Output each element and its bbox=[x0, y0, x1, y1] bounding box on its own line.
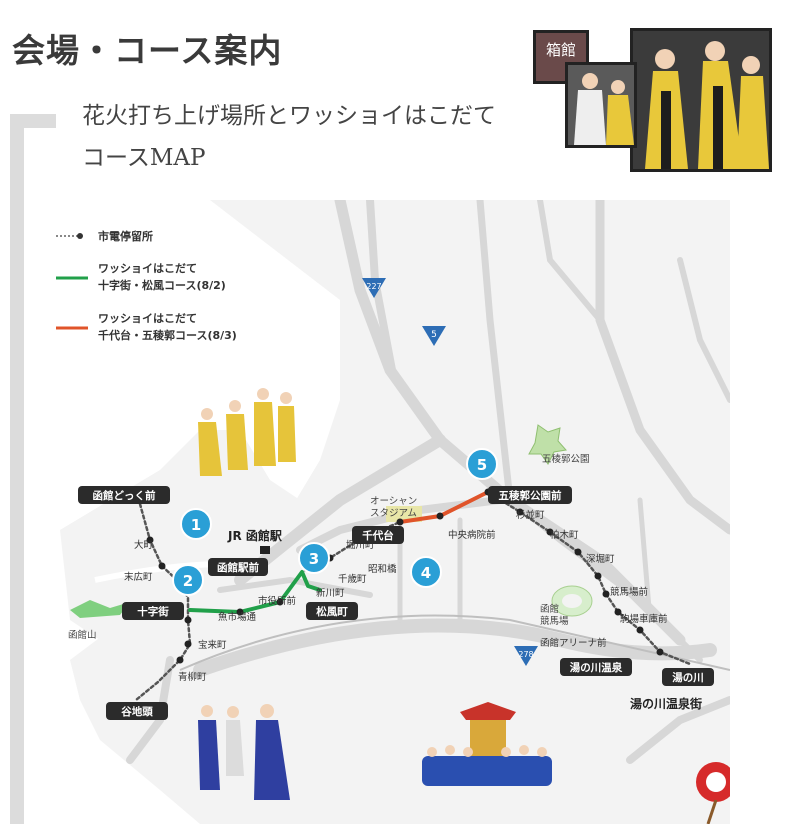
station-suehiro: 末広町 bbox=[124, 571, 153, 583]
page-heading: 会場・コース案内 bbox=[12, 31, 283, 70]
label-ocean-stadium-2: スタジアム bbox=[370, 508, 417, 519]
station-omachi: 大町 bbox=[134, 539, 154, 551]
svg-text:5: 5 bbox=[431, 330, 437, 340]
goryokaku-park-star bbox=[528, 424, 567, 465]
station-box-yunokawa-onsen: 湯の川温泉 bbox=[570, 661, 623, 674]
marker-4: 4 bbox=[410, 556, 442, 588]
station-showabashi: 昭和橋 bbox=[368, 563, 397, 575]
station-horaicho: 宝来町 bbox=[198, 639, 227, 651]
svg-text:1: 1 bbox=[191, 516, 201, 534]
station-uoichiba: 魚市場通 bbox=[218, 611, 257, 623]
station-shinkawa: 新川町 bbox=[316, 587, 345, 599]
decor-side-bar bbox=[10, 114, 24, 824]
route-sign-5: 5 bbox=[422, 326, 446, 346]
legend-green-line1: ワッショイはこだて bbox=[98, 262, 197, 275]
legend-stop-label: 市電停留所 bbox=[98, 229, 153, 243]
svg-text:227: 227 bbox=[366, 282, 381, 291]
ocean-stadium-shape bbox=[386, 506, 422, 522]
mt-hakodate-shape bbox=[70, 600, 130, 618]
subtitle-line-1: 花火打ち上げ場所とワッショイはこだて bbox=[82, 103, 496, 129]
route-sign-278: 278 bbox=[514, 646, 538, 666]
label-racecourse-2: 競馬場 bbox=[540, 615, 569, 627]
dancers-illustration-bottom bbox=[198, 704, 290, 800]
festival-fan-icon bbox=[696, 762, 736, 825]
dancers-photo-large bbox=[630, 28, 772, 172]
station-box-yunokawa: 湯の川 bbox=[672, 671, 704, 684]
station-chitose: 千歳町 bbox=[338, 573, 367, 585]
label-jr-station: JR 函館駅 bbox=[227, 528, 283, 543]
label-racecourse-1: 函館 bbox=[540, 603, 559, 615]
svg-text:5: 5 bbox=[477, 456, 487, 474]
festival-sign-photo: 箱館 bbox=[533, 30, 589, 84]
photo-sign-text: 箱館 bbox=[546, 41, 576, 59]
station-box-matsukaze: 松風町 bbox=[316, 605, 348, 618]
station-kashiwagi: 柏木町 bbox=[550, 529, 579, 541]
station-box-yachigashira: 谷地頭 bbox=[121, 705, 153, 718]
legend-green-line2: 十字街・松風コース(8/2) bbox=[98, 278, 226, 292]
station-arena: 函館アリーナ前 bbox=[540, 637, 607, 649]
marker-1: 1 bbox=[180, 508, 212, 540]
dancers-illustration-top bbox=[198, 388, 296, 476]
svg-text:3: 3 bbox=[309, 550, 319, 568]
map-subtitle: 花火打ち上げ場所とワッショイはこだて コースMAP bbox=[82, 95, 496, 179]
map-legend: 市電停留所 ワッショイはこだて 十字街・松風コース(8/2) ワッショイはこだて… bbox=[56, 229, 237, 342]
legend-orange-line1: ワッショイはこだて bbox=[98, 312, 197, 325]
orange-route bbox=[398, 490, 490, 524]
label-ocean-stadium-1: オーシャン bbox=[370, 496, 417, 507]
station-chuobyoin: 中央病院前 bbox=[448, 529, 496, 541]
decor-top-bar bbox=[10, 114, 56, 128]
svg-text:4: 4 bbox=[421, 564, 431, 582]
green-route bbox=[188, 570, 322, 614]
route-map: 227 5 278 市電停留所 ワッショイはこだて 十字街・松風コース(8/2)… bbox=[40, 194, 736, 825]
station-suginamicho: 杉並町 bbox=[516, 509, 545, 521]
label-goryokaku-park: 五稜郭公園 bbox=[542, 453, 590, 465]
station-fukabori: 深堀町 bbox=[586, 554, 615, 565]
station-shiyakusho: 市役所前 bbox=[258, 595, 296, 607]
svg-text:2: 2 bbox=[183, 572, 193, 590]
station-box-dock: 函館どっく前 bbox=[93, 489, 156, 502]
station-horikawa: 堀川町 bbox=[346, 540, 375, 551]
marker-5: 5 bbox=[466, 448, 498, 480]
dancers-photo-small bbox=[565, 62, 637, 148]
svg-text:278: 278 bbox=[518, 650, 533, 659]
station-komaba: 駒場車庫前 bbox=[620, 613, 668, 625]
legend-orange-line2: 千代台・五稜郭コース(8/3) bbox=[98, 328, 237, 342]
station-aoyagi: 青柳町 bbox=[178, 671, 207, 683]
station-keibajo: 競馬場前 bbox=[610, 586, 648, 598]
marker-2: 2 bbox=[172, 564, 204, 596]
station-box-ekimae: 函館駅前 bbox=[217, 561, 259, 574]
station-box-goryokaku: 五稜郭公園前 bbox=[499, 489, 562, 502]
route-sign-227: 227 bbox=[362, 278, 386, 298]
station-box-chiyogadai: 千代台 bbox=[362, 529, 394, 542]
label-onsen-town: 湯の川温泉街 bbox=[630, 696, 702, 711]
mikoshi-illustration bbox=[422, 702, 552, 786]
subtitle-line-2: コースMAP bbox=[82, 145, 206, 171]
station-box-jujigai: 十字街 bbox=[137, 605, 169, 618]
marker-3: 3 bbox=[298, 542, 330, 574]
label-mt-hakodate: 函館山 bbox=[68, 629, 97, 641]
